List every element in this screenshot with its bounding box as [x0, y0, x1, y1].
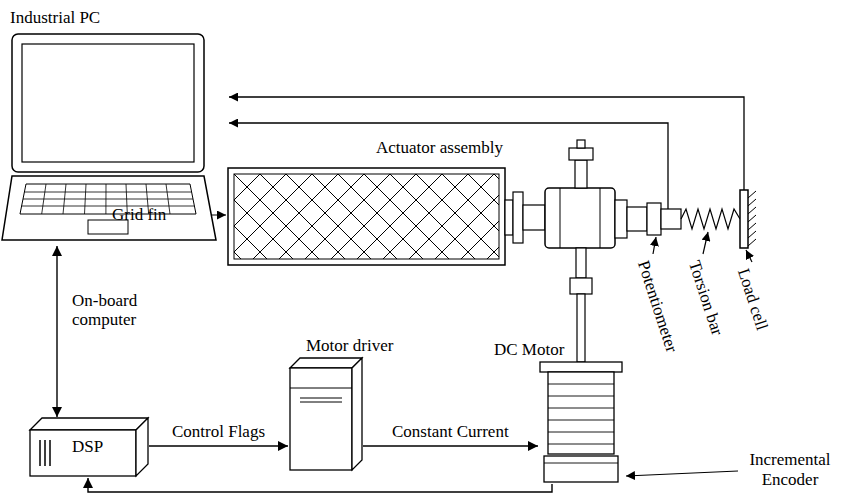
signal-arrow: [56, 246, 57, 417]
flange: [513, 192, 523, 243]
signal-arrow: [149, 445, 288, 446]
torsion-spring: [681, 209, 740, 229]
screen: [22, 44, 194, 162]
dc-motor-outline: [540, 362, 622, 484]
dsp-unit: On-board computerDSP: [30, 418, 148, 476]
leader-line: [746, 250, 752, 262]
node-label: DSP: [72, 437, 103, 457]
panel-lines: [290, 388, 352, 402]
box-front: [290, 368, 352, 470]
encoder-seam: [544, 463, 618, 464]
actuator-body: [545, 188, 615, 248]
box-front: [30, 430, 136, 476]
node-title: On-board computer: [72, 291, 152, 330]
box-top: [30, 418, 148, 430]
motor-driver: Motor driver: [290, 358, 362, 470]
keyboard: [20, 184, 196, 214]
signal-arrow: [88, 478, 552, 492]
leader-line: [626, 471, 738, 476]
shaft-neck: [523, 205, 545, 230]
box-side: [136, 418, 148, 476]
potentiometer-cap: [661, 209, 681, 229]
grid-fin-lattice: [234, 174, 499, 259]
laptop-computer: Industrial PC: [0, 32, 218, 244]
part-label: Load cell: [733, 266, 771, 333]
signal-label: Control Flags: [170, 422, 267, 442]
node-title: DC Motor: [494, 340, 564, 360]
bottom-shaft: [576, 248, 586, 278]
shaft-coupling: [570, 278, 592, 294]
grid-fin-frame: [228, 168, 505, 265]
top-shaft: [575, 160, 587, 188]
laptop-base: [2, 176, 216, 240]
screen-lid: [12, 34, 204, 172]
box-side: [352, 358, 362, 470]
part-label: Torsion bar: [684, 258, 727, 338]
motor-ribs: [548, 384, 614, 444]
bearing: [615, 200, 627, 238]
signal-label: Constant Current: [390, 422, 511, 442]
potentiometer-body: [647, 203, 661, 235]
top-knob: [569, 148, 593, 160]
dc-motor: DC Motor: [540, 362, 622, 484]
drive-shaft: [577, 294, 585, 362]
flange: [505, 200, 513, 235]
keyboard-keys: [22, 184, 195, 214]
part-label: Incremental Encoder: [742, 450, 838, 489]
part-label: Potentiometer: [633, 258, 681, 355]
leader-line: [653, 237, 656, 254]
node-title: Industrial PC: [10, 8, 100, 28]
top-cap: [577, 140, 585, 148]
node-title: Motor driver: [306, 336, 393, 356]
bearing: [627, 207, 647, 231]
leader-line: [703, 232, 708, 254]
vent-bars: [40, 440, 50, 466]
laptop-computer-outline: [0, 32, 218, 244]
part-label: Grid fin: [112, 205, 166, 225]
sensor-wire: [229, 97, 744, 190]
body-seam: [560, 188, 561, 248]
motor-driver-outline: [290, 358, 362, 470]
part-label: Actuator assembly: [376, 138, 503, 158]
box-top: [290, 358, 362, 368]
motor-body: [548, 372, 614, 454]
encoder-housing: [544, 456, 618, 482]
sensor-wire: [229, 123, 668, 209]
ground-hatch: [748, 191, 756, 246]
load-cell-block: [740, 190, 748, 248]
body-seam: [600, 188, 601, 248]
signal-arrow: [363, 445, 538, 446]
mount-plate: [540, 362, 622, 372]
